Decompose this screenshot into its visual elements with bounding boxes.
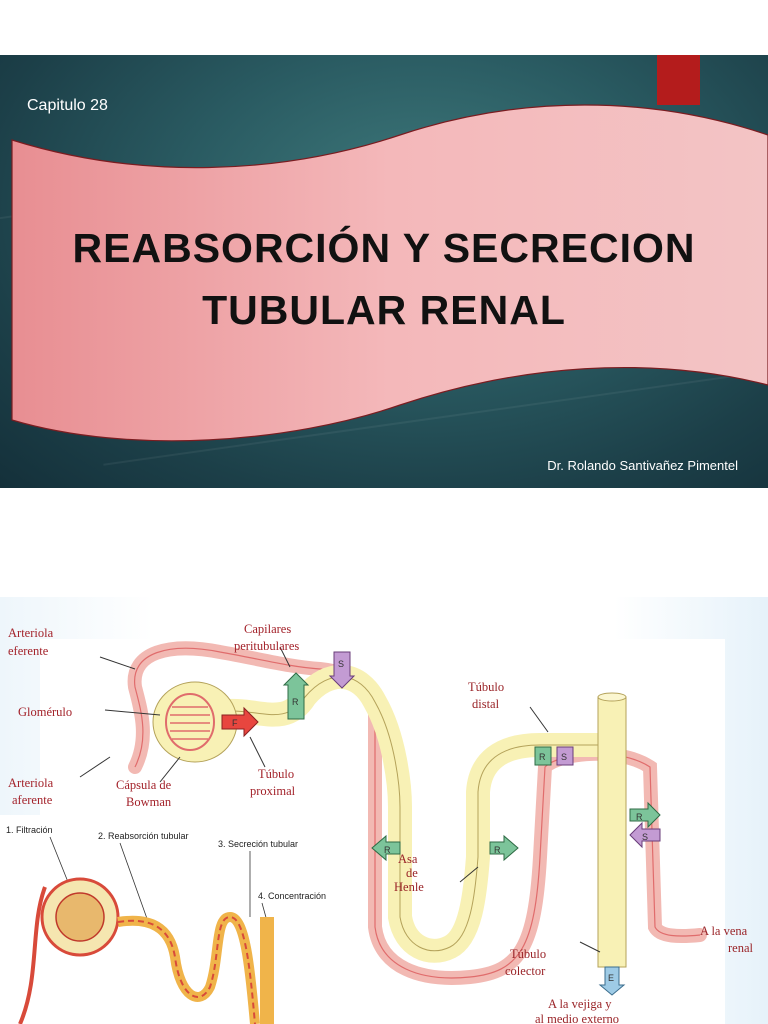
page-title: REABSORCIÓN Y SECRECION <box>72 225 696 271</box>
author-name: Dr. Rolando Santivañez Pimentel <box>547 458 738 473</box>
inset-step-filtration: 1. Filtración <box>6 825 53 835</box>
glomerulus-loops <box>170 706 210 740</box>
pointer-line <box>459 866 479 883</box>
inset-collecting-duct <box>260 917 274 1024</box>
label-arteriola-eferente: Arteriola <box>8 626 54 640</box>
label-tubulo-proximal: Túbulo <box>258 767 294 781</box>
inset-pointer <box>119 842 151 928</box>
pointer-line <box>249 736 266 768</box>
label-tubulo-colector: Túbulo <box>510 947 546 961</box>
page-subtitle: TUBULAR RENAL <box>202 287 566 333</box>
label-tubulo-distal: distal <box>472 697 500 711</box>
pointer-line <box>159 756 181 783</box>
svg-text:F: F <box>232 718 238 728</box>
label-asa-henle: Asa <box>398 852 418 866</box>
inset-capillary <box>117 915 256 1024</box>
label-capilares: peritubulares <box>234 639 299 653</box>
inset-artery <box>18 886 47 1024</box>
excretion-arrow: E <box>598 966 626 996</box>
reabsorption-box-4: R <box>534 746 552 766</box>
label-asa-henle: de <box>406 866 418 880</box>
secretion-box-1: S <box>328 651 356 689</box>
label-capilares: Capilares <box>244 622 291 636</box>
inset-step-secretion: 3. Secreción tubular <box>218 839 298 849</box>
inset-figure: 1. Filtración 2. Reabsorción tubular 3. … <box>0 815 345 1024</box>
inset-step-reabsorption: 2. Reabsorción tubular <box>98 831 189 841</box>
collecting-duct-top <box>597 692 627 702</box>
reabsorption-box-3: R <box>489 834 519 862</box>
svg-text:R: R <box>636 812 643 822</box>
scroll-banner <box>11 104 768 442</box>
glomerulus <box>165 693 215 751</box>
svg-text:S: S <box>338 659 344 669</box>
label-asa-henle: Henle <box>394 880 424 894</box>
svg-text:R: R <box>292 697 299 707</box>
nephron-slide: F R S R R R S R <box>0 597 768 1024</box>
chapter-label: Capitulo 28 <box>27 97 108 114</box>
label-capsula-bowman: Cápsula de <box>116 778 172 792</box>
label-vena-renal: A la vena <box>700 924 748 938</box>
label-arteriola-aferente: aferente <box>12 793 53 807</box>
svg-text:S: S <box>642 832 648 842</box>
inset-pointer <box>49 836 71 888</box>
pointer-line <box>79 756 111 778</box>
label-glomerulo: Glomérulo <box>18 705 72 719</box>
label-vejiga: al medio externo <box>535 1012 619 1024</box>
label-tubulo-colector: colector <box>505 964 546 978</box>
secretion-box-2: S <box>556 746 574 766</box>
label-tubulo-distal: Túbulo <box>468 680 504 694</box>
filtration-arrow: F <box>221 706 259 738</box>
reabsorption-box-1: R <box>282 672 310 720</box>
nephron-diagram: F R S R R R S R <box>0 622 754 1024</box>
reabsorption-box-5: R <box>629 801 661 829</box>
svg-text:R: R <box>384 845 391 855</box>
inset-step-concentration: 4. Concentración <box>258 891 326 901</box>
label-tubulo-proximal: proximal <box>250 784 296 798</box>
pointer-line <box>104 709 161 716</box>
accent-bar <box>657 55 700 105</box>
pointer-line <box>99 656 136 670</box>
pointer-line <box>529 706 549 733</box>
inset-capillary-tuft <box>55 892 105 942</box>
title-slide: Capitulo 28 REABSORCIÓN Y SECRECION TUBU… <box>0 55 768 488</box>
svg-text:S: S <box>561 752 567 762</box>
svg-text:R: R <box>539 752 546 762</box>
label-vena-renal: renal <box>728 941 754 955</box>
pointer-line <box>579 941 601 953</box>
label-capsula-bowman: Bowman <box>126 795 172 809</box>
pointer-line <box>279 646 291 668</box>
collecting-duct <box>597 696 627 968</box>
label-vejiga: A la vejiga y <box>548 997 612 1011</box>
svg-text:E: E <box>608 973 614 983</box>
svg-text:R: R <box>494 845 501 855</box>
reabsorption-box-2: R <box>371 834 401 862</box>
label-arteriola-aferente: Arteriola <box>8 776 54 790</box>
label-arteriola-eferente: eferente <box>8 644 49 658</box>
secretion-box-3: S <box>629 821 661 849</box>
